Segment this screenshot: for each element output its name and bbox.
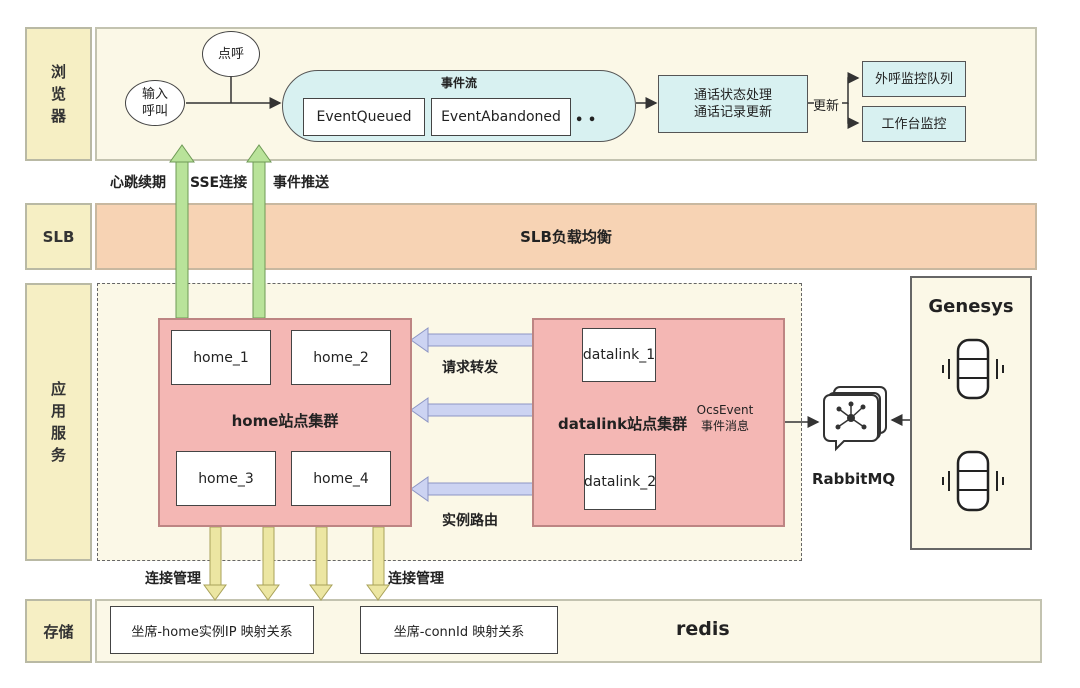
event-push-label: 事件推送 (273, 175, 329, 191)
home-1-box: home_1 (171, 330, 271, 385)
ellipsis-dots: • • (575, 113, 597, 128)
update-to-workbench-arrow (847, 103, 860, 129)
lane-label-slb: SLB (25, 203, 92, 270)
slb-title: SLB负载均衡 (520, 228, 612, 246)
outbound-queue-box: 外呼监控队列 (862, 61, 966, 97)
event-stream-container: 事件流 EventQueued EventAbandoned • • (282, 70, 636, 142)
blue-arrow-middle (410, 397, 537, 423)
call-state-box: 通话状态处理 通话记录更新 (658, 75, 808, 133)
sse-label: SSE连接 (190, 175, 248, 191)
conn-mgmt-left-label: 连接管理 (145, 571, 201, 587)
rabbitmq-icon (820, 385, 892, 455)
instance-route-label: 实例路由 (442, 513, 498, 529)
home-cluster-title: home站点集群 (231, 412, 339, 430)
blue-arrow-top (410, 327, 537, 353)
home-3-box: home_3 (176, 451, 276, 506)
yellow-arrow-3 (309, 526, 333, 601)
green-arrow-left (169, 144, 195, 319)
workbench-box: 工作台监控 (862, 106, 966, 142)
genesys-panel: Genesys (910, 276, 1032, 550)
yellow-arrow-2 (256, 526, 280, 601)
genesys-server-icon-2 (940, 446, 1006, 516)
home-4-box: home_4 (291, 451, 391, 506)
event-queued-box: EventQueued (303, 98, 425, 136)
green-arrow-right (246, 144, 272, 319)
datalink-1-box: datalink_1 (582, 328, 656, 382)
ocs-event-label: OcsEvent 事件消息 (694, 402, 756, 434)
lane-label-browser: 浏 览 器 (25, 27, 92, 161)
home-2-box: home_2 (291, 330, 391, 385)
home-cluster: home_1 home_2 home站点集群 home_3 home_4 (158, 318, 412, 527)
blue-arrow-bottom (410, 476, 537, 502)
lane-label-storage: 存储 (25, 599, 92, 663)
heartbeat-label: 心跳续期 (110, 175, 166, 191)
lane-label-app: 应 用 服 务 (25, 283, 92, 561)
conn-mgmt-right-label: 连接管理 (388, 571, 444, 587)
yellow-arrow-4 (366, 526, 390, 601)
datalink-cluster-title: datalink站点集群 (558, 415, 688, 433)
yellow-arrow-1 (203, 526, 227, 601)
input-call-node: 输入 呼叫 (125, 80, 185, 126)
dial-node: 点呼 (202, 31, 260, 77)
seat-conn-mapping-box: 坐席-connId 映射关系 (360, 606, 558, 654)
genesys-title: Genesys (928, 296, 1014, 317)
redis-label: redis (676, 618, 730, 640)
event-abandoned-box: EventAbandoned (431, 98, 571, 136)
slb-lane: SLB负载均衡 (95, 203, 1037, 270)
update-to-queue-arrow (842, 72, 860, 104)
request-forward-label: 请求转发 (442, 360, 498, 376)
event-stream-title: 事件流 (440, 76, 477, 90)
rabbitmq-label: RabbitMQ (812, 470, 896, 488)
update-label: 更新 (813, 99, 840, 114)
genesys-server-icon-1 (940, 334, 1006, 404)
seat-home-mapping-box: 坐席-home实例IP 映射关系 (110, 606, 314, 654)
datalink-2-box: datalink_2 (584, 454, 656, 510)
